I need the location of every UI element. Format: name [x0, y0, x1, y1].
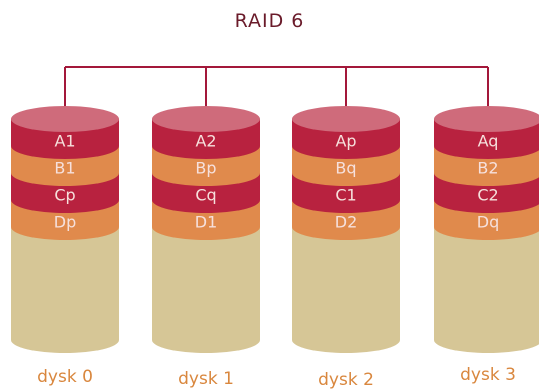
disk-top	[11, 106, 119, 132]
disk-body	[152, 227, 260, 353]
disk-top	[152, 106, 260, 132]
disk-body	[11, 227, 119, 353]
block-label: Dq	[477, 213, 499, 232]
block-label: D1	[195, 213, 218, 232]
disk-body	[292, 227, 400, 353]
block-label: C1	[335, 186, 356, 205]
block-label: C2	[477, 186, 498, 205]
block-label: A1	[54, 132, 75, 151]
disk-top	[292, 106, 400, 132]
block-label: Dp	[54, 213, 76, 232]
block-label: Bq	[335, 159, 356, 178]
block-label: D2	[335, 213, 358, 232]
diagram-title: RAID 6	[234, 10, 305, 32]
block-label: Ap	[335, 132, 356, 151]
block-label: B2	[477, 159, 498, 178]
block-label: Cq	[195, 186, 216, 205]
block-label: A2	[195, 132, 216, 151]
block-label: B1	[54, 159, 75, 178]
block-label: Bp	[195, 159, 216, 178]
disk-body	[434, 227, 539, 353]
block-label: Aq	[478, 132, 499, 151]
disk-label-2: dysk 2	[318, 370, 374, 390]
disk-top	[434, 106, 539, 132]
disk-label-0: dysk 0	[37, 367, 93, 387]
connector-lines	[64, 66, 489, 119]
disk-label-1: dysk 1	[178, 369, 234, 389]
block-label: Cp	[54, 186, 75, 205]
disk-label-3: dysk 3	[460, 365, 516, 385]
